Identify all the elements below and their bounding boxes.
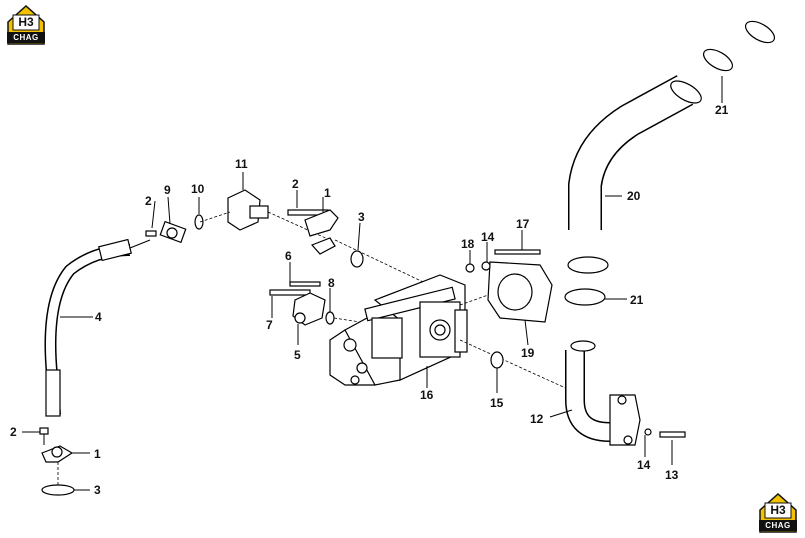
callout-17: 17 bbox=[516, 217, 530, 231]
callout-21: 21 bbox=[630, 293, 644, 307]
o-ring-lower bbox=[41, 484, 75, 496]
callout-6: 6 bbox=[285, 249, 292, 263]
logo-text: CHAG bbox=[7, 32, 45, 43]
callout-9: 9 bbox=[164, 183, 171, 197]
callout-1: 1 bbox=[94, 447, 101, 461]
callout-12: 12 bbox=[530, 412, 544, 426]
clamp-21-lower-b bbox=[564, 288, 606, 306]
callout-2: 2 bbox=[145, 194, 152, 208]
hose-4 bbox=[44, 238, 151, 417]
callout-3: 3 bbox=[358, 210, 365, 224]
leader-lines bbox=[22, 76, 723, 491]
callout-14: 14 bbox=[481, 230, 495, 244]
elbow-flange bbox=[609, 394, 641, 446]
callout-5: 5 bbox=[294, 348, 301, 362]
callout-10: 10 bbox=[191, 182, 205, 196]
callout-15: 15 bbox=[490, 396, 504, 410]
callout-21: 21 bbox=[715, 103, 729, 117]
callout-19: 19 bbox=[521, 346, 535, 360]
callout-2: 2 bbox=[10, 425, 17, 439]
bolt-6 bbox=[289, 281, 321, 287]
logo-text: CHAG bbox=[759, 520, 797, 531]
callout-13: 13 bbox=[665, 468, 679, 482]
bolt-7 bbox=[269, 289, 311, 296]
callout-18: 18 bbox=[461, 237, 475, 251]
callout-20: 20 bbox=[627, 189, 641, 203]
upper-left-flange-assembly bbox=[145, 189, 331, 244]
hose-fitting-upper bbox=[98, 238, 132, 262]
hose-fitting-lower bbox=[45, 369, 61, 417]
o-ring-3 bbox=[350, 250, 364, 268]
washer-14 bbox=[481, 261, 491, 271]
o-ring-10 bbox=[194, 214, 204, 230]
callout-16: 16 bbox=[420, 388, 434, 402]
callouts: 1 1 2 2 2 3 3 4 5 6 7 8 9 10 11 12 13 14… bbox=[10, 103, 729, 497]
lower-clamp-assembly bbox=[39, 427, 75, 496]
callout-2: 2 bbox=[292, 177, 299, 191]
washer-14b bbox=[644, 428, 652, 436]
callout-11: 11 bbox=[235, 157, 248, 171]
bolt-13 bbox=[659, 431, 686, 438]
clamp-21-upper-a bbox=[702, 48, 734, 72]
o-ring-15 bbox=[490, 351, 504, 369]
pump-fitting-assembly bbox=[269, 281, 361, 326]
callout-8: 8 bbox=[328, 276, 335, 290]
elbow-tube-12 bbox=[565, 340, 686, 446]
o-ring-8 bbox=[325, 311, 335, 325]
logo-mark: H3 bbox=[770, 503, 786, 517]
flange-11 bbox=[227, 189, 261, 231]
logo-bottom-right: H3 CHAG bbox=[756, 490, 800, 534]
callout-7: 7 bbox=[266, 318, 273, 332]
nut-18 bbox=[465, 263, 475, 273]
gasket-assembly bbox=[459, 249, 571, 391]
hose-clamps-21 bbox=[564, 20, 776, 306]
clamp-21-upper-b bbox=[744, 20, 776, 44]
gear-pump-16 bbox=[329, 274, 468, 386]
callout-4: 4 bbox=[95, 310, 102, 324]
callout-1: 1 bbox=[324, 186, 331, 200]
callout-14: 14 bbox=[637, 458, 651, 472]
logo-mark: H3 bbox=[18, 15, 34, 29]
clamp-21-lower-a bbox=[567, 256, 609, 274]
logo-top-left: H3 CHAG bbox=[4, 2, 48, 46]
bolt-17 bbox=[494, 249, 541, 255]
hose-20 bbox=[568, 75, 702, 230]
callout-3: 3 bbox=[94, 483, 101, 497]
